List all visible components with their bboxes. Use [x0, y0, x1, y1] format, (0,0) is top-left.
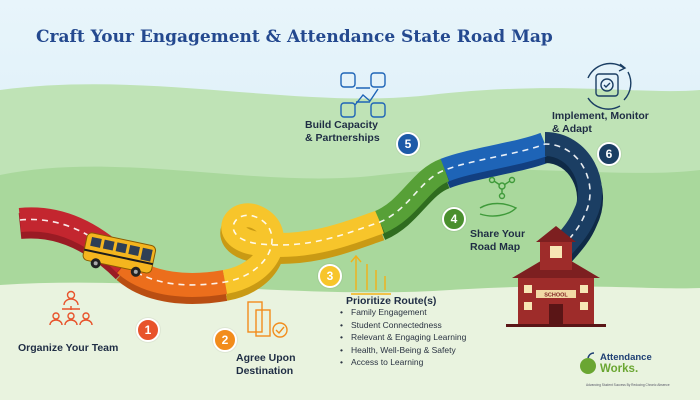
- step-2-label-line-1: Agree Upon: [236, 352, 296, 364]
- share-hand-icon: [479, 176, 518, 217]
- route-item: Student Connectedness: [340, 319, 466, 332]
- route-items-list: Family Engagement Student Connectedness …: [340, 306, 466, 369]
- step-6-label-line-1: Implement, Monitor: [552, 110, 649, 122]
- school-building-icon: SCHOOL: [506, 226, 606, 327]
- step-5-label-line-1: Build Capacity: [305, 119, 378, 131]
- step-4-label-line-1: Share Your: [470, 228, 526, 240]
- network-icon: [340, 72, 386, 118]
- step-6-label-line-2: & Adapt: [552, 123, 592, 135]
- step-3-label: Prioritize Route(s): [346, 295, 437, 307]
- cycle-gear-icon: [587, 62, 632, 110]
- apple-logo-icon: [580, 352, 596, 374]
- step-1-number-badge: 1: [136, 318, 160, 342]
- step-2-number-badge: 2: [213, 328, 237, 352]
- step-3-number-badge: 3: [318, 264, 342, 288]
- step-5-number-badge: 5: [396, 132, 420, 156]
- step-6-number-badge: 6: [597, 142, 621, 166]
- school-bus-icon: [82, 232, 157, 277]
- team-icon: [49, 290, 93, 326]
- route-item: Family Engagement: [340, 306, 466, 319]
- school-sign: SCHOOL: [544, 293, 568, 299]
- step-5-label-line-2: & Partnerships: [305, 132, 380, 144]
- step-2-label-line-2: Destination: [236, 365, 294, 377]
- route-item: Relevant & Engaging Learning: [340, 331, 466, 344]
- target-document-icon: [247, 301, 288, 338]
- logo-line-1: Attendance: [600, 352, 652, 363]
- step-4-label-line-2: Road Map: [470, 241, 521, 253]
- step-4-number-badge: 4: [442, 207, 466, 231]
- route-item: Access to Learning: [340, 356, 466, 369]
- page-title: Craft Your Engagement & Attendance State…: [36, 27, 553, 47]
- logo-line-2: Works.: [600, 363, 639, 375]
- route-arrows-icon: [350, 254, 391, 295]
- route-item: Health, Well-Being & Safety: [340, 344, 466, 357]
- logo-tagline: Advancing Student Success By Reducing Ch…: [586, 383, 670, 387]
- road-center-line: [19, 143, 591, 286]
- step-1-label: Organize Your Team: [18, 342, 119, 354]
